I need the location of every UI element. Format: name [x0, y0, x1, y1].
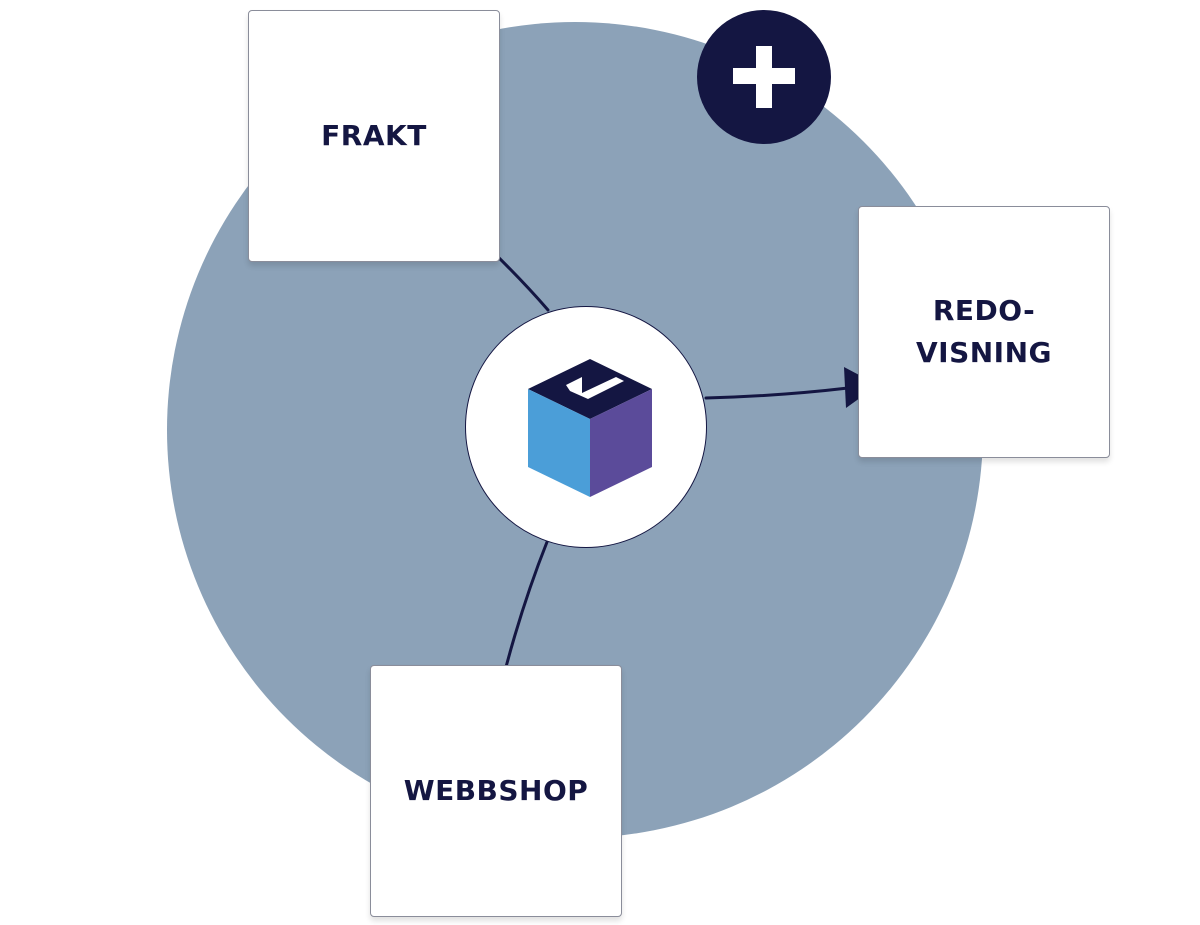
arrow-to-redovisning — [704, 386, 850, 400]
plus-icon-vertical-bar — [756, 46, 772, 108]
box-logo-icon — [528, 359, 652, 497]
center-hub — [465, 306, 707, 548]
node-redovisning: REDO- VISNING — [858, 206, 1110, 458]
node-frakt-label: FRAKT — [321, 119, 427, 152]
node-redovisning-label: REDO- VISNING — [915, 294, 1053, 369]
node-webbshop-label: WEBBSHOP — [403, 774, 589, 807]
node-webbshop: WEBBSHOP — [370, 665, 622, 917]
node-frakt: FRAKT — [248, 10, 500, 262]
plus-icon — [697, 10, 831, 144]
